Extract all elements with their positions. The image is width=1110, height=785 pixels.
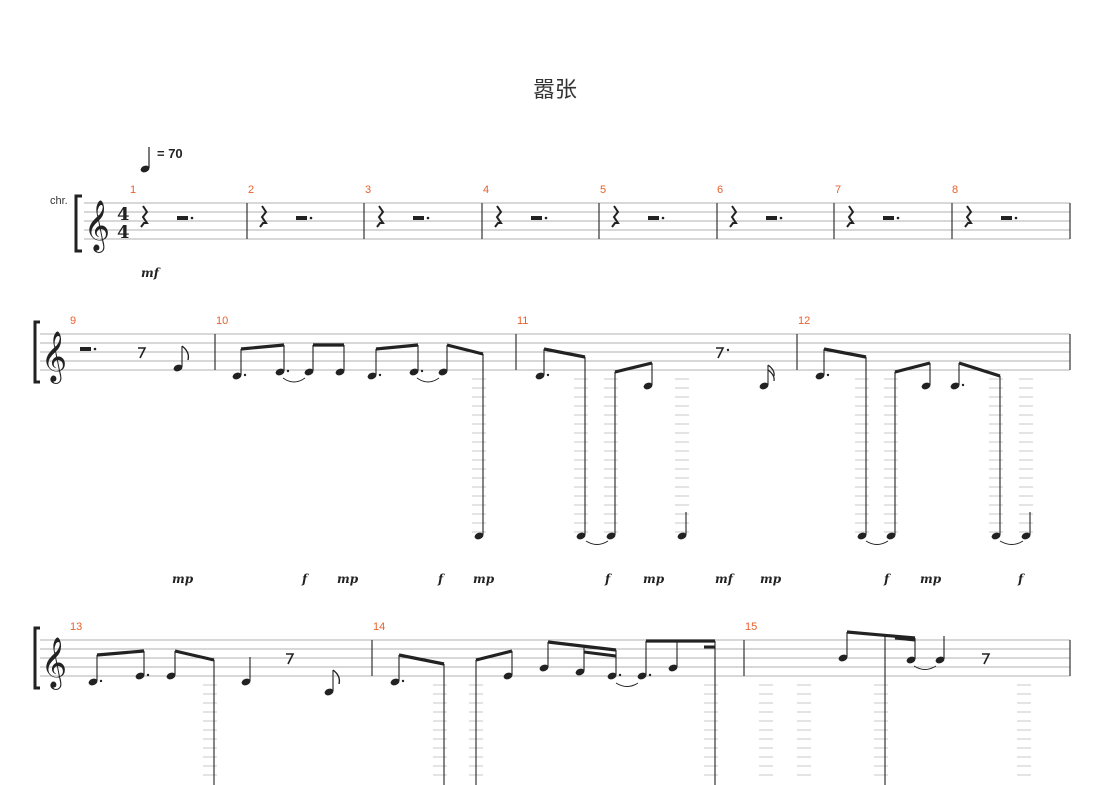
measure-number: 12 xyxy=(798,315,811,327)
measure-number: 1 xyxy=(130,184,137,196)
measure-number: 7 xyxy=(835,184,842,196)
ledger-lines-system-3 xyxy=(203,684,1031,776)
dynamic-marking: mp xyxy=(643,572,665,586)
measure-number: 8 xyxy=(952,184,959,196)
measure-number: 13 xyxy=(70,621,83,633)
instrument-label: chr. xyxy=(50,195,68,207)
measure-number: 5 xyxy=(600,184,607,196)
dynamic-marking: mp xyxy=(337,572,359,586)
barlines-system-1 xyxy=(246,203,1071,239)
ledger-lines-system-2 xyxy=(472,378,1033,533)
measure-number: 9 xyxy=(70,315,77,327)
dynamic-marking: f xyxy=(438,572,444,586)
dynamic-marking: f xyxy=(302,572,308,586)
score-title: 嚣张 xyxy=(532,78,577,103)
rests-system-1 xyxy=(140,205,1018,228)
measure-number: 6 xyxy=(717,184,724,196)
treble-clef-icon: 𝄞 xyxy=(84,200,110,253)
treble-clef-icon: 𝄞 xyxy=(41,331,67,384)
dynamic-marking: mf xyxy=(715,572,733,586)
staff-system-1 xyxy=(84,202,1070,240)
dynamic-marking: f xyxy=(884,572,890,586)
dynamic-marking: f xyxy=(605,572,611,586)
tempo-note-icon xyxy=(140,147,150,173)
dynamic-marking: mp xyxy=(760,572,782,586)
measure-number: 11 xyxy=(517,315,529,327)
dynamic-marking: mp xyxy=(920,572,942,586)
notes-system-2 xyxy=(80,343,1031,545)
staff-system-2 xyxy=(40,333,1070,371)
dynamic-marking: f xyxy=(1018,572,1024,586)
measure-number: 14 xyxy=(373,621,386,633)
notes-system-3 xyxy=(88,630,991,785)
measure-number: 2 xyxy=(248,184,255,196)
dynamic-marking: mp xyxy=(473,572,495,586)
measure-number: 4 xyxy=(483,184,490,196)
system-bracket xyxy=(74,194,82,253)
dynamic-marking: mf xyxy=(141,266,159,280)
time-signature-bottom: 4 xyxy=(117,222,130,243)
barlines-system-2 xyxy=(214,334,1071,370)
measure-number: 15 xyxy=(745,621,758,633)
time-signature-top: 4 xyxy=(117,204,130,225)
barlines-system-3 xyxy=(371,640,1071,676)
measure-number: 3 xyxy=(365,184,372,196)
system-bracket xyxy=(33,320,40,384)
tempo-marking: = 70 xyxy=(157,146,183,161)
measure-number: 10 xyxy=(216,315,229,327)
dynamic-marking: mp xyxy=(172,572,194,586)
treble-clef-icon: 𝄞 xyxy=(41,637,67,690)
system-bracket xyxy=(33,626,40,690)
